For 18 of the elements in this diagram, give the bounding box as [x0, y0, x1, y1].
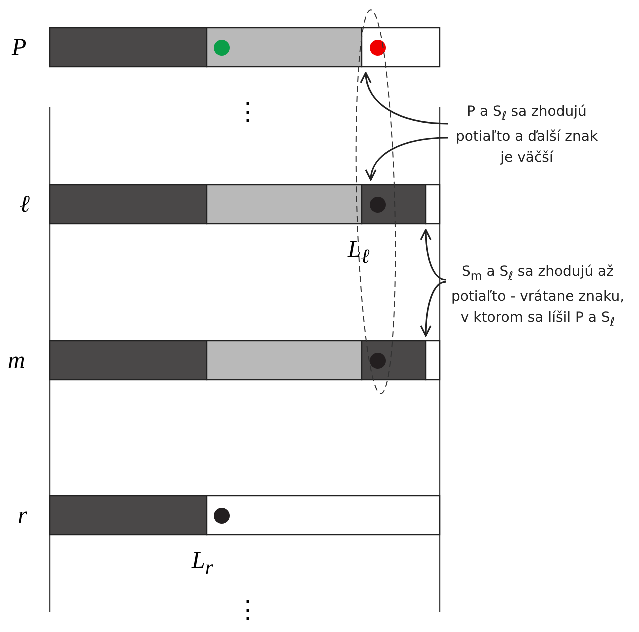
row-label: P — [12, 36, 27, 60]
arrow — [361, 72, 448, 125]
row-label: ℓ — [20, 193, 30, 217]
arrow — [420, 281, 446, 337]
length-label: L$_{ℓ}$ — [348, 238, 370, 269]
annotation-text: S$_{m}$ a S$_{ℓ}$ sa zhodujú až potiaľto - vrátane znaku, v ktorom sa líšil P a S$_{ℓ}$ — [450, 263, 626, 331]
row-label: m — [8, 349, 26, 373]
arrow — [366, 137, 448, 181]
ellipsis-dots: ⋮ — [236, 100, 260, 124]
row-label: r — [18, 504, 28, 528]
length-label: L$_{r}$ — [192, 549, 214, 580]
string-bar — [49, 495, 441, 536]
annotation-text: P a S$_{ℓ}$ sa zhodujú potiaľto a ďalší znak je väčší — [454, 103, 600, 168]
string-bar — [49, 27, 441, 68]
string-bar — [49, 184, 441, 225]
ellipsis-dots: ⋮ — [236, 598, 260, 622]
string-bar — [49, 340, 441, 381]
arrow — [420, 229, 446, 281]
